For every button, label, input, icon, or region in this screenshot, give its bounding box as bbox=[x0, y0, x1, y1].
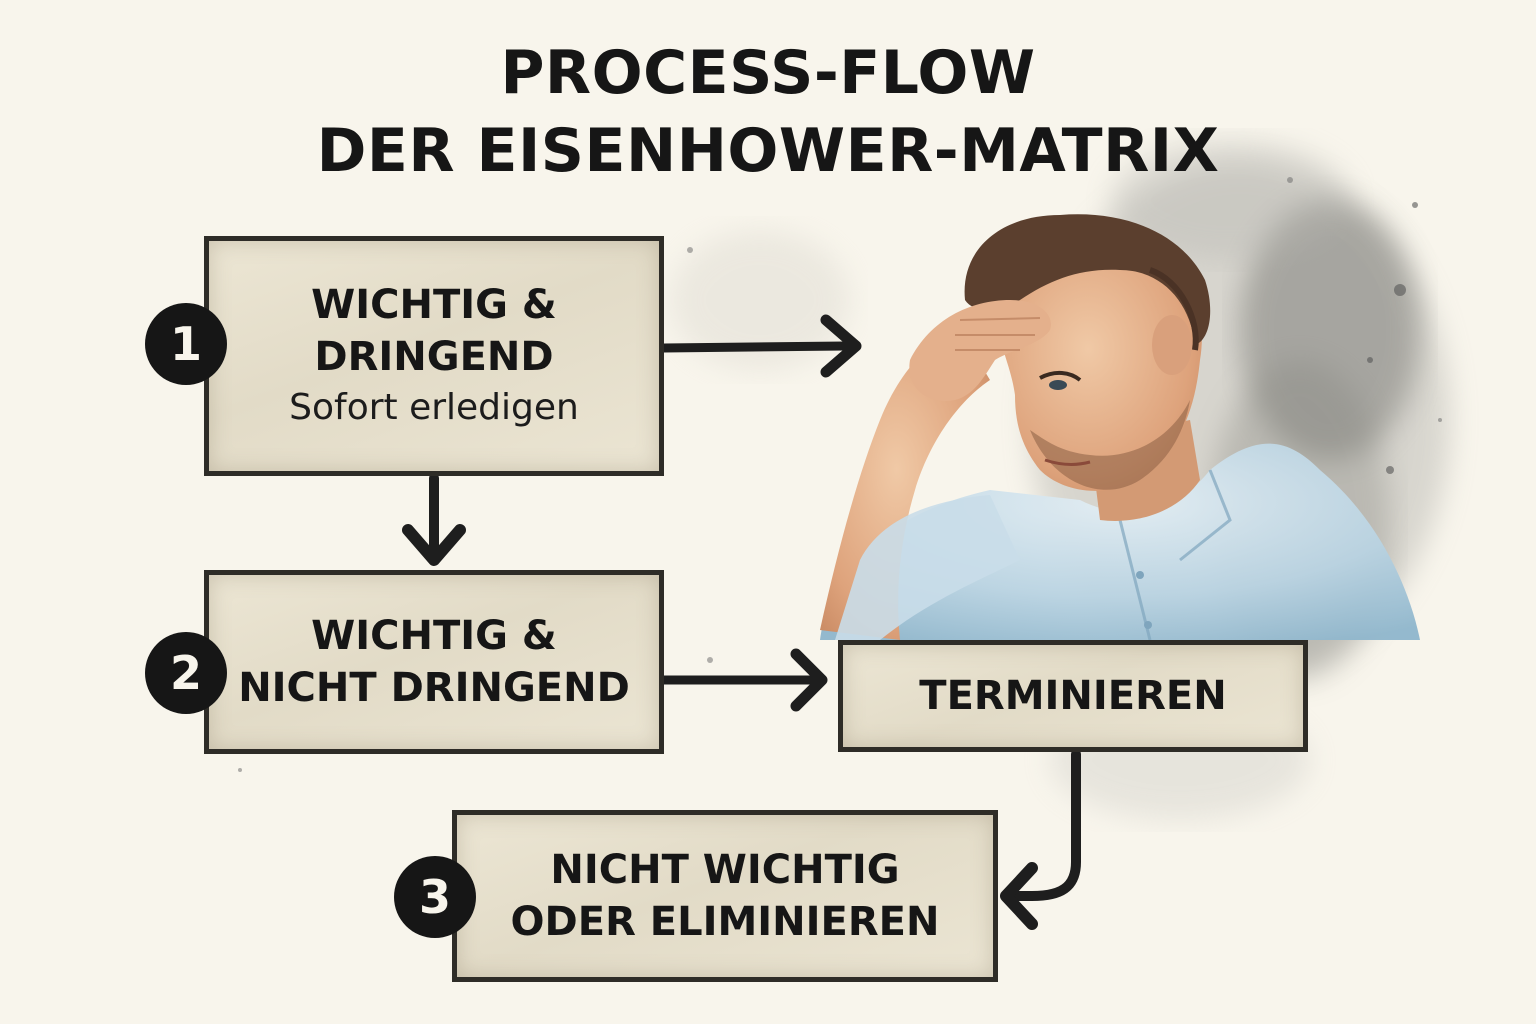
stressed-man-illustration bbox=[820, 214, 1420, 641]
step-2-heading-line-2: NICHT DRINGEND bbox=[238, 665, 630, 711]
step-2-number-badge: 2 bbox=[145, 632, 227, 714]
title-line-1: PROCESS-FLOW bbox=[500, 38, 1036, 108]
step-1-heading-line-1: WICHTIG & bbox=[311, 282, 557, 328]
arrow-step1-to-illustration bbox=[659, 341, 850, 353]
terminieren-box: TERMINIEREN bbox=[838, 640, 1308, 752]
step-1-number-badge: 1 bbox=[145, 303, 227, 385]
step-1-heading-line-2: DRINGEND bbox=[314, 334, 554, 380]
step-1-box: WICHTIG & DRINGEND Sofort erledigen bbox=[204, 236, 664, 476]
terminieren-label: TERMINIEREN bbox=[919, 673, 1227, 719]
step-3-heading-line-1: NICHT WICHTIG bbox=[550, 847, 900, 893]
step-3-number-badge: 3 bbox=[394, 856, 476, 938]
step-2-box: WICHTIG & NICHT DRINGEND bbox=[204, 570, 664, 754]
step-3-box: NICHT WICHTIG ODER ELIMINIEREN bbox=[452, 810, 998, 982]
diagram-title: PROCESS-FLOW DER EISENHOWER-MATRIX bbox=[0, 34, 1536, 190]
title-line-2: DER EISENHOWER-MATRIX bbox=[316, 116, 1220, 186]
step-2-heading-line-1: WICHTIG & bbox=[311, 613, 557, 659]
step-1-subtitle: Sofort erledigen bbox=[289, 387, 579, 428]
flow-arrows bbox=[402, 314, 1081, 930]
arrow-terminieren-to-step3 bbox=[1005, 749, 1081, 901]
step-3-heading-line-2: ODER ELIMINIEREN bbox=[510, 899, 940, 945]
